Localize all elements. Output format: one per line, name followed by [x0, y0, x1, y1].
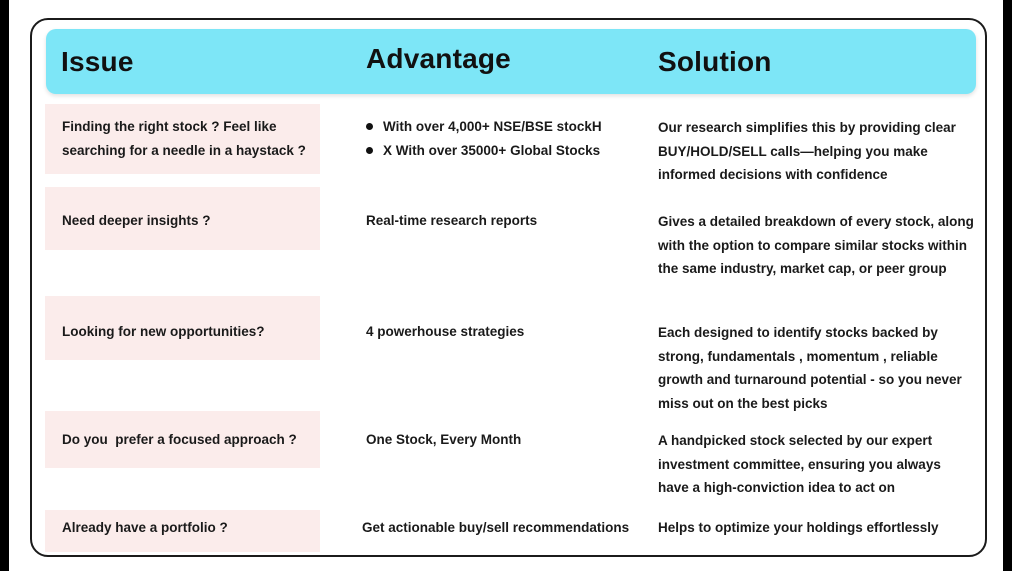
- advantage-cell: Real-time research reports: [366, 213, 538, 228]
- solution-cell: Our research simplifies this by providin…: [658, 120, 956, 182]
- issue-cell-background: [45, 104, 320, 174]
- advantage-cell: 4 powerhouse strategies: [366, 324, 525, 339]
- solution-cell: A handpicked stock selected by our exper…: [658, 433, 941, 495]
- header-issue: Issue: [61, 46, 134, 77]
- advantage-list-item: With over 4,000+ NSE/BSE stockH: [366, 115, 656, 139]
- advantage-cell: With over 4,000+ NSE/BSE stockH X With o…: [366, 115, 656, 163]
- issue-cell-background: [45, 510, 320, 552]
- issue-cell-background: [45, 411, 320, 468]
- issue-cell: Finding the right stock ? Feel like sear…: [62, 119, 306, 158]
- issue-cell: Already have a portfolio ?: [62, 520, 228, 535]
- solution-cell: Helps to optimize your holdings effortle…: [658, 520, 939, 535]
- solution-cell: Gives a detailed breakdown of every stoc…: [658, 214, 974, 276]
- advantage-cell: Get actionable buy/sell recommendations: [362, 520, 630, 535]
- advantage-cell: One Stock, Every Month: [366, 432, 522, 447]
- issue-cell: Do you prefer a focused approach ?: [62, 432, 297, 447]
- page: Issue Advantage Solution Finding the rig…: [9, 0, 1003, 571]
- issue-cell-background: [45, 187, 320, 250]
- advantage-list-item: X With over 35000+ Global Stocks: [366, 139, 656, 163]
- header-advantage: Advantage: [366, 43, 511, 74]
- issue-cell: Need deeper insights ?: [62, 213, 211, 228]
- advantage-list: With over 4,000+ NSE/BSE stockH X With o…: [366, 115, 656, 163]
- solution-cell: Each designed to identify stocks backed …: [658, 325, 962, 411]
- issue-cell-background: [45, 296, 320, 360]
- table-header: Issue Advantage Solution: [46, 29, 976, 94]
- issue-cell: Looking for new opportunities?: [62, 324, 265, 339]
- header-solution: Solution: [658, 46, 772, 77]
